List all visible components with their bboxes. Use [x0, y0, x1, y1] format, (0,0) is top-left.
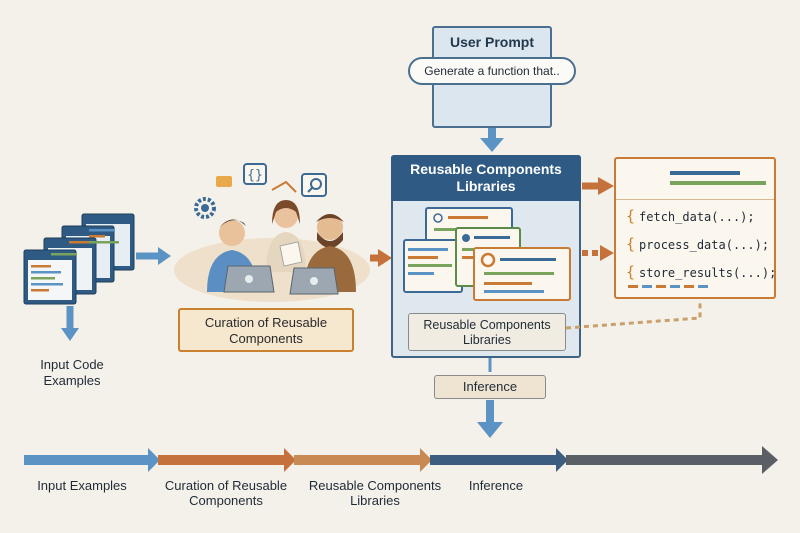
- timeline-label-input: Input Examples: [37, 478, 127, 493]
- timeline-segment-4: [430, 448, 568, 472]
- timeline-label-libraries: Reusable Components Libraries: [308, 478, 442, 508]
- curation-box: Curation of Reusable Components: [178, 308, 354, 352]
- code-line-1: {fetch_data(...);: [626, 207, 755, 225]
- timeline-label-inference: Inference: [468, 478, 524, 493]
- user-prompt-title: User Prompt: [449, 34, 535, 50]
- timeline-label-curation: Curation of Reusable Components: [164, 478, 288, 508]
- inference-box: Inference: [434, 375, 546, 399]
- card-header-bar: [670, 181, 766, 185]
- timeline-segment-1: [24, 448, 160, 472]
- input-code-caption: Input Code Examples: [40, 357, 104, 388]
- curation-team-illustration: {}: [174, 163, 370, 302]
- timeline-segment-5: [566, 446, 778, 474]
- timeline-segment-3: [294, 448, 432, 472]
- card-divider: [616, 199, 774, 200]
- code-line-3: {store_results(...);: [626, 263, 777, 281]
- timeline-segment-2: [158, 448, 296, 472]
- search-icon: [301, 173, 327, 197]
- code-line-2: {process_data(...);: [626, 235, 770, 253]
- libraries-label: Reusable Components Libraries: [408, 313, 566, 351]
- chat-bubble-icon: [216, 176, 232, 187]
- code-braces-icon: [243, 163, 267, 185]
- input-code-screens-icon: [23, 213, 135, 305]
- gear-icon: [194, 197, 216, 219]
- prompt-example-pill: Generate a function that..: [408, 57, 576, 85]
- libraries-panel-title: Reusable Components Libraries: [391, 155, 581, 201]
- svg-text:{}: {}: [247, 168, 263, 183]
- output-code-card: {fetch_data(...); {process_data(...); {s…: [614, 157, 776, 299]
- tool-icon: [271, 180, 297, 193]
- card-header-bar: [670, 171, 740, 175]
- card-footer-dashes: [628, 285, 708, 288]
